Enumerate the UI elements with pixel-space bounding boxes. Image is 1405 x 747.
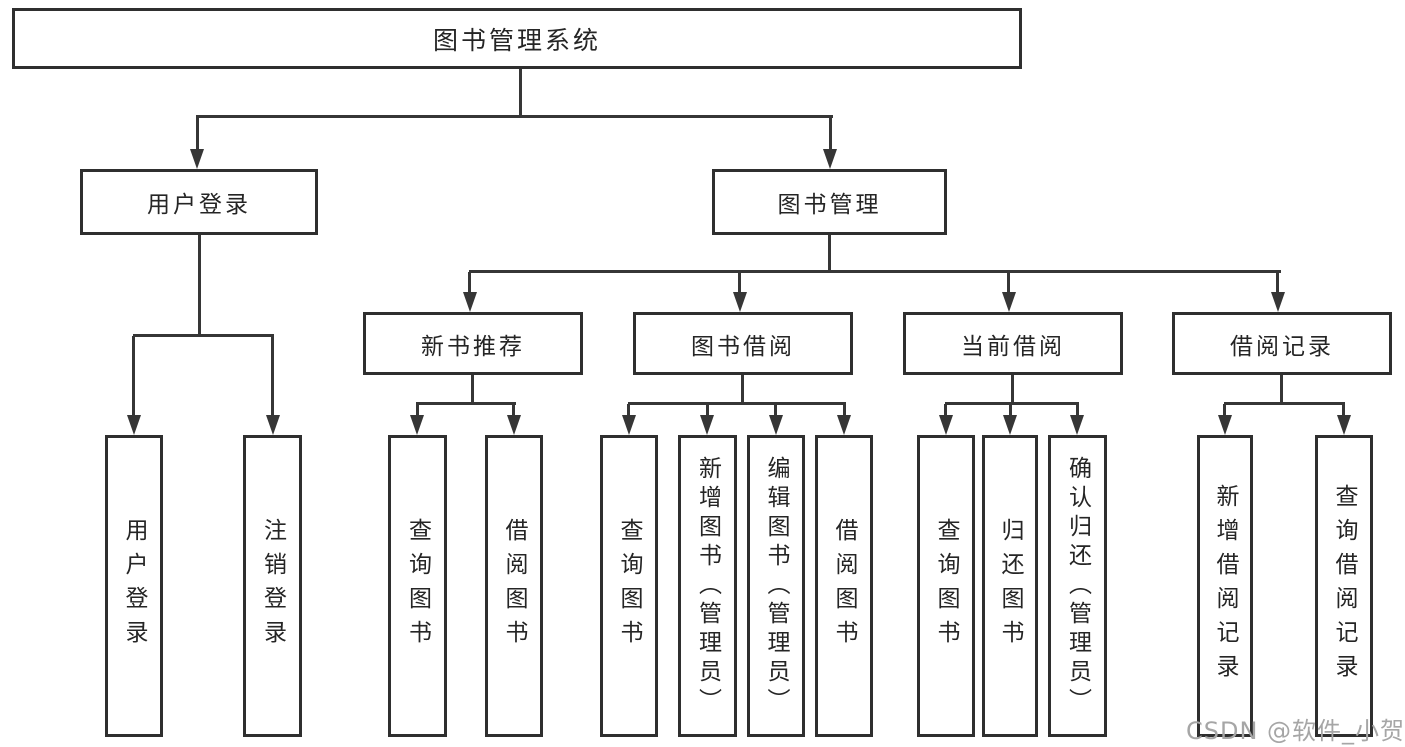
node-label: 编辑图书（管理员）	[763, 455, 789, 717]
node-label: 借阅图书	[831, 518, 857, 654]
node-return-books: 归还图书	[982, 435, 1038, 737]
connector-line	[1011, 375, 1014, 405]
node-label: 查询图书	[933, 518, 959, 654]
connector-line	[1009, 404, 1012, 418]
connector-line	[945, 402, 1079, 405]
node-library-management-system: 图书管理系统	[12, 8, 1022, 69]
connector-line	[829, 117, 832, 151]
connector-line	[628, 402, 846, 405]
node-label: 图书借阅	[691, 333, 795, 360]
connector-line	[416, 402, 516, 405]
node-label: 图书管理系统	[432, 25, 601, 55]
connector-line	[1280, 375, 1283, 405]
connector-line	[132, 336, 135, 418]
connector-line	[198, 235, 201, 337]
connector-line	[1007, 272, 1010, 295]
arrow-down-icon	[127, 415, 141, 435]
node-label: 归还图书	[997, 518, 1023, 654]
connector-line	[1276, 272, 1279, 295]
arrow-down-icon	[769, 415, 783, 435]
arrow-down-icon	[1003, 415, 1017, 435]
arrow-down-icon	[1070, 415, 1084, 435]
node-label: 借阅图书	[501, 518, 527, 654]
node-label: 当前借阅	[961, 333, 1065, 360]
node-query-books-borrowing: 查询图书	[600, 435, 658, 737]
node-borrowing-records: 借阅记录	[1172, 312, 1392, 375]
arrow-down-icon	[507, 415, 521, 435]
node-borrow-books-recommend: 借阅图书	[485, 435, 543, 737]
node-query-books-recommend: 查询图书	[388, 435, 447, 737]
arrow-down-icon	[700, 415, 714, 435]
node-edit-book-admin: 编辑图书（管理员）	[747, 435, 805, 737]
node-label: 新增借阅记录	[1212, 484, 1238, 688]
node-query-borrow-record: 查询借阅记录	[1315, 435, 1373, 737]
node-add-book-admin: 新增图书（管理员）	[678, 435, 737, 737]
connector-line	[944, 404, 947, 418]
node-add-borrow-record: 新增借阅记录	[1197, 435, 1253, 737]
connector-line	[416, 404, 419, 418]
arrow-down-icon	[463, 292, 477, 312]
connector-line	[1076, 404, 1079, 418]
arrow-down-icon	[622, 415, 636, 435]
node-label: 注销登录	[259, 518, 286, 654]
connector-line	[133, 334, 274, 337]
node-label: 确认归还（管理员）	[1064, 455, 1091, 717]
arrow-down-icon	[1337, 415, 1351, 435]
connector-line	[512, 404, 515, 418]
arrow-down-icon	[266, 415, 280, 435]
connector-line	[843, 404, 846, 418]
connector-line	[519, 69, 522, 118]
node-current-borrowing: 当前借阅	[903, 312, 1123, 375]
node-book-management: 图书管理	[712, 169, 947, 235]
connector-line	[738, 272, 741, 295]
node-logout: 注销登录	[243, 435, 302, 737]
node-label: 用户登录	[121, 518, 147, 654]
arrow-down-icon	[939, 415, 953, 435]
connector-line	[196, 115, 833, 118]
node-label: 图书管理	[777, 192, 882, 218]
arrow-down-icon	[823, 149, 837, 169]
node-label: 新书推荐	[421, 333, 525, 360]
connector-line	[1224, 402, 1345, 405]
node-label: 用户登录	[147, 192, 251, 218]
node-borrow-books-borrowing: 借阅图书	[815, 435, 873, 737]
arrow-down-icon	[1271, 292, 1285, 312]
node-user-login: 用户登录	[80, 169, 318, 235]
node-query-books-current: 查询图书	[917, 435, 975, 737]
node-confirm-return-admin: 确认归还（管理员）	[1048, 435, 1107, 737]
arrow-down-icon	[1218, 415, 1232, 435]
connector-line	[774, 404, 777, 418]
connector-line	[196, 117, 199, 151]
node-book-borrowing: 图书借阅	[633, 312, 853, 375]
connector-line	[706, 404, 709, 418]
connector-line	[469, 270, 1281, 273]
arrow-down-icon	[410, 415, 424, 435]
connector-line	[828, 235, 831, 273]
node-new-book-recommendation: 新书推荐	[363, 312, 583, 375]
node-label: 查询图书	[404, 518, 431, 654]
connector-line	[468, 272, 471, 295]
connector-line	[741, 375, 744, 405]
connector-line	[627, 404, 630, 418]
connector-line	[471, 375, 474, 405]
node-label: 新增图书（管理员）	[694, 455, 721, 717]
arrow-down-icon	[733, 292, 747, 312]
node-label: 查询借阅记录	[1331, 484, 1357, 688]
connector-line	[271, 336, 274, 418]
arrow-down-icon	[190, 149, 204, 169]
csdn-watermark: CSDN @软件_小贺同学	[1186, 717, 1405, 745]
node-label: 查询图书	[616, 518, 642, 654]
arrow-down-icon	[837, 415, 851, 435]
connector-line	[1342, 404, 1345, 418]
node-label: 借阅记录	[1230, 333, 1334, 360]
arrow-down-icon	[1002, 292, 1016, 312]
connector-line	[1223, 404, 1226, 418]
node-user-login-leaf: 用户登录	[105, 435, 163, 737]
